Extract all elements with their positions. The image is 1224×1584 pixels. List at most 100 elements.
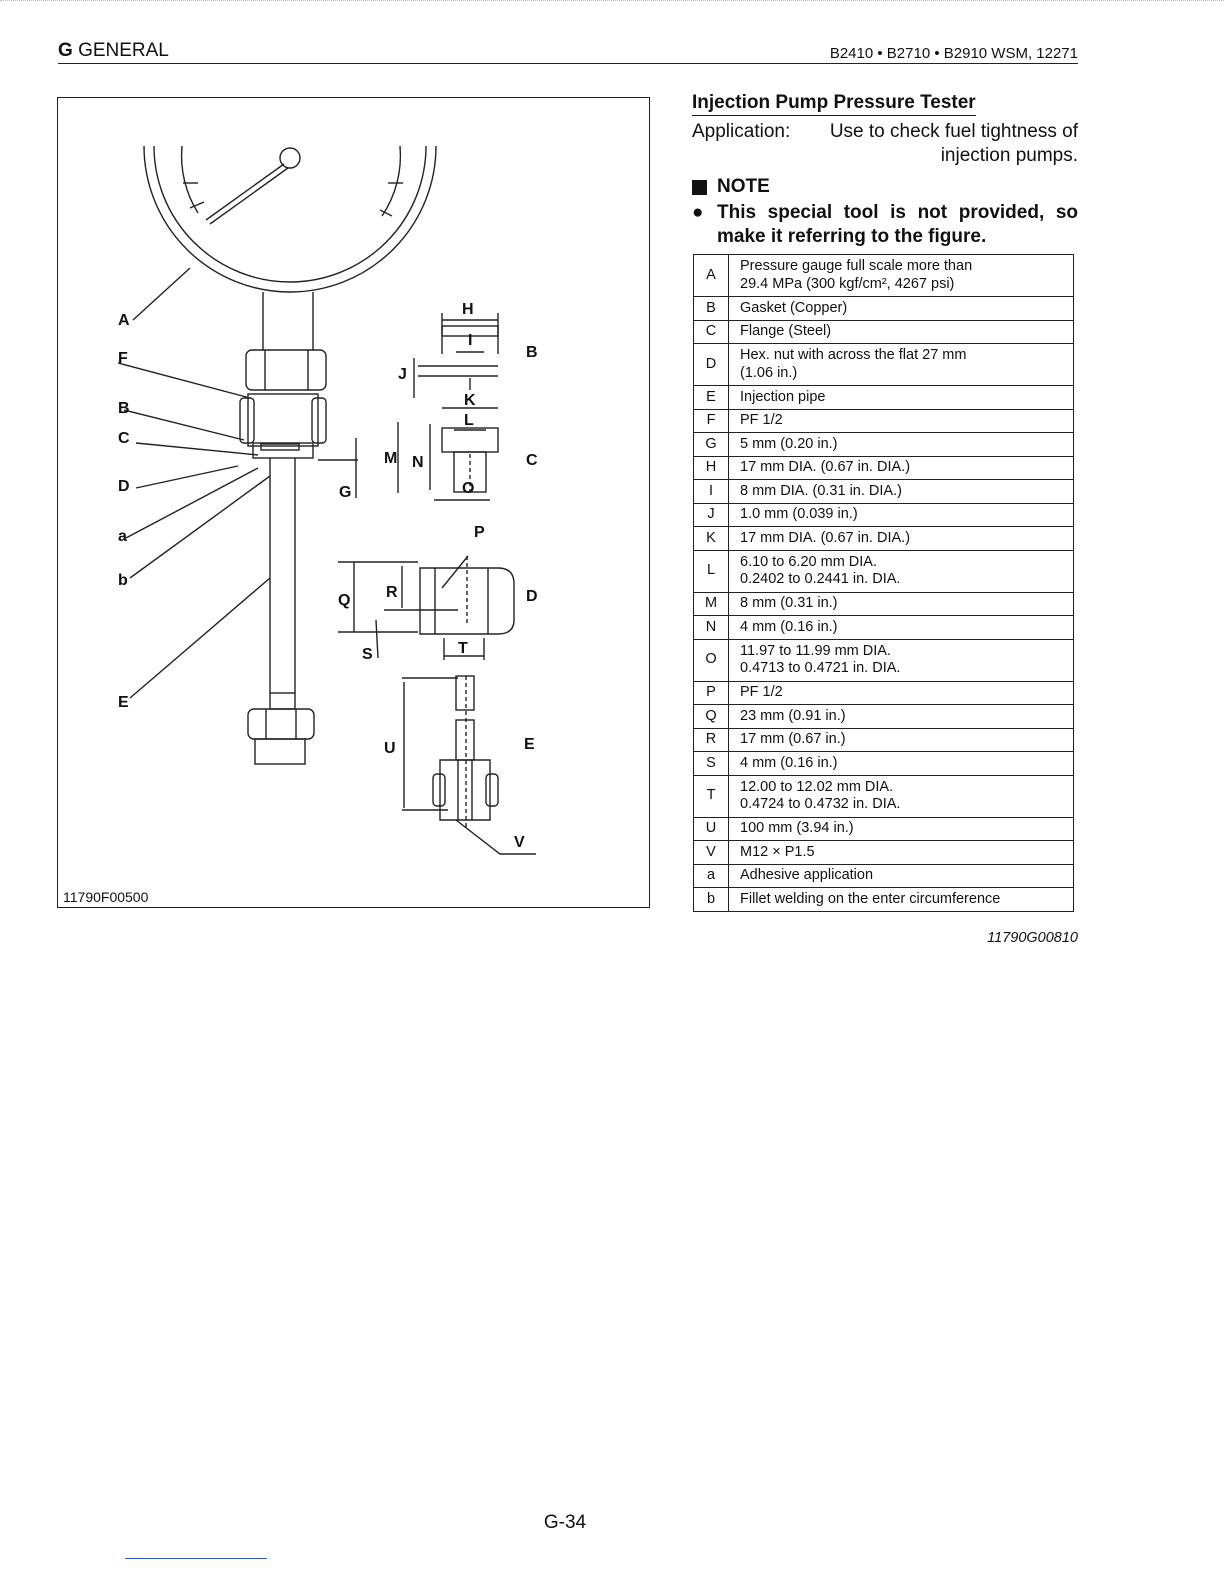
note-bullet-text: This special tool is not provided, so ma… [717, 202, 1078, 247]
part-description: 1.0 mm (0.039 in.) [728, 502, 1074, 527]
part-key: P [693, 680, 729, 705]
part-description-line: 17 mm DIA. (0.67 in. DIA.) [740, 459, 911, 475]
note-square-icon [692, 179, 707, 195]
part-key: F [693, 408, 729, 433]
leader-v [455, 819, 536, 855]
part-description: Fillet welding on the enter circumferenc… [728, 887, 1074, 912]
part-description-line: 23 mm (0.91 in.) [740, 707, 846, 724]
hex-nut-f [245, 349, 327, 391]
part-description-line: Adhesive application [740, 867, 874, 883]
part-description-line: 1.0 mm (0.039 in.) [740, 506, 858, 522]
part-description: Adhesive application [728, 863, 1074, 888]
gauge-scale-right [381, 145, 402, 217]
manual-reference: B2410 • B2710 • B2910 WSM, 12271 [829, 45, 1078, 62]
dim-m: M [384, 450, 398, 467]
part-description-line: 4 mm (0.16 in.) [740, 618, 838, 635]
pressure-tester-drawing [117, 145, 536, 855]
detail-fitting [439, 759, 491, 821]
note-bullet: ● This special tool is not provided, so … [692, 201, 1078, 249]
part-key: G [693, 432, 729, 457]
part-description: 23 mm (0.91 in.) [728, 704, 1074, 729]
part-description-line: 11.97 to 11.99 mm DIA. [740, 642, 891, 659]
callout-f: F [118, 350, 128, 367]
part-description-line: PF 1/2 [740, 684, 783, 700]
part-key: S [693, 751, 729, 776]
scan-edge-dots [0, 0, 1224, 5]
table-row: Q 23 mm (0.91 in.) [693, 704, 1074, 729]
gauge-outer-arc [143, 145, 437, 293]
part-description-line: Pressure gauge full scale more than [740, 258, 973, 274]
part-description-line: 17 mm (0.67 in.) [740, 731, 846, 747]
detail-label-b: B [526, 344, 538, 361]
part-description: M12 × P1.5 [728, 840, 1074, 865]
detail-label-d: D [526, 588, 538, 605]
detail-label-c: C [526, 452, 538, 469]
part-description-line-2: 0.4724 to 0.4732 in. DIA. [740, 796, 901, 812]
dim-s: S [362, 646, 373, 663]
section-letter: G [58, 40, 73, 61]
part-description-line: 8 mm DIA. (0.31 in. DIA.) [740, 482, 902, 499]
part-description: PF 1/2 [728, 408, 1074, 433]
part-description: 4 mm (0.16 in.) [728, 751, 1074, 776]
detail-nut [419, 567, 515, 635]
part-key: J [693, 502, 729, 527]
part-description: 17 mm DIA. (0.67 in. DIA.) [728, 455, 1074, 480]
part-key: M [693, 591, 729, 616]
application-line: Application: Use to check fuel tightness… [692, 120, 1078, 168]
dim-k: K [464, 392, 476, 409]
dim-i: I [468, 332, 473, 349]
page-number: G-34 [543, 1512, 587, 1533]
part-key: U [693, 816, 729, 841]
part-description: 6.10 to 6.20 mm DIA.0.2402 to 0.2441 in.… [728, 549, 1074, 593]
table-code: 11790G00810 [987, 930, 1078, 946]
gauge-needle [205, 163, 289, 225]
detail-label-e: E [524, 736, 535, 753]
part-key: D [693, 343, 729, 386]
callout-e: E [118, 694, 129, 711]
part-description-line: Gasket (Copper) [740, 299, 848, 316]
part-description: Flange (Steel) [728, 319, 1074, 344]
callout-d-upper: D [118, 478, 130, 495]
dim-n: N [412, 454, 424, 471]
part-description-line: M12 × P1.5 [740, 843, 815, 860]
part-description: 8 mm DIA. (0.31 in. DIA.) [728, 479, 1074, 504]
part-key: L [693, 549, 729, 593]
part-description: 4 mm (0.16 in.) [728, 615, 1074, 640]
part-key: a [693, 863, 729, 888]
part-description-line: 100 mm (3.94 in.) [740, 820, 854, 836]
part-description-line: 5 mm (0.20 in.) [740, 435, 838, 452]
note-label: NOTE [717, 176, 770, 197]
part-key: I [693, 479, 729, 504]
table-row: I 8 mm DIA. (0.31 in. DIA.) [693, 479, 1074, 504]
part-description: Hex. nut with across the flat 27 mm(1.06… [728, 343, 1074, 386]
table-row: G 5 mm (0.20 in.) [693, 432, 1074, 457]
section-header: G GENERAL [58, 40, 169, 62]
part-description: 5 mm (0.20 in.) [728, 432, 1074, 457]
dim-u: U [384, 740, 396, 757]
table-row: a Adhesive application [693, 863, 1074, 888]
flange [252, 442, 314, 459]
part-description-line: 4 mm (0.16 in.) [740, 754, 838, 771]
figure-code: 11790F00500 [63, 889, 149, 905]
part-description-line: Flange (Steel) [740, 323, 832, 339]
section-title: Injection Pump Pressure Tester [692, 92, 976, 116]
part-description-line: Hex. nut with across the flat 27 mm [740, 347, 967, 363]
part-description: Gasket (Copper) [728, 296, 1074, 321]
part-description: 100 mm (3.94 in.) [728, 816, 1074, 841]
part-key: Q [693, 704, 729, 729]
tool-figure: A F B C D a b E G H I J K L M N O P Q R … [57, 97, 650, 908]
table-row: P PF 1/2 [693, 680, 1074, 705]
